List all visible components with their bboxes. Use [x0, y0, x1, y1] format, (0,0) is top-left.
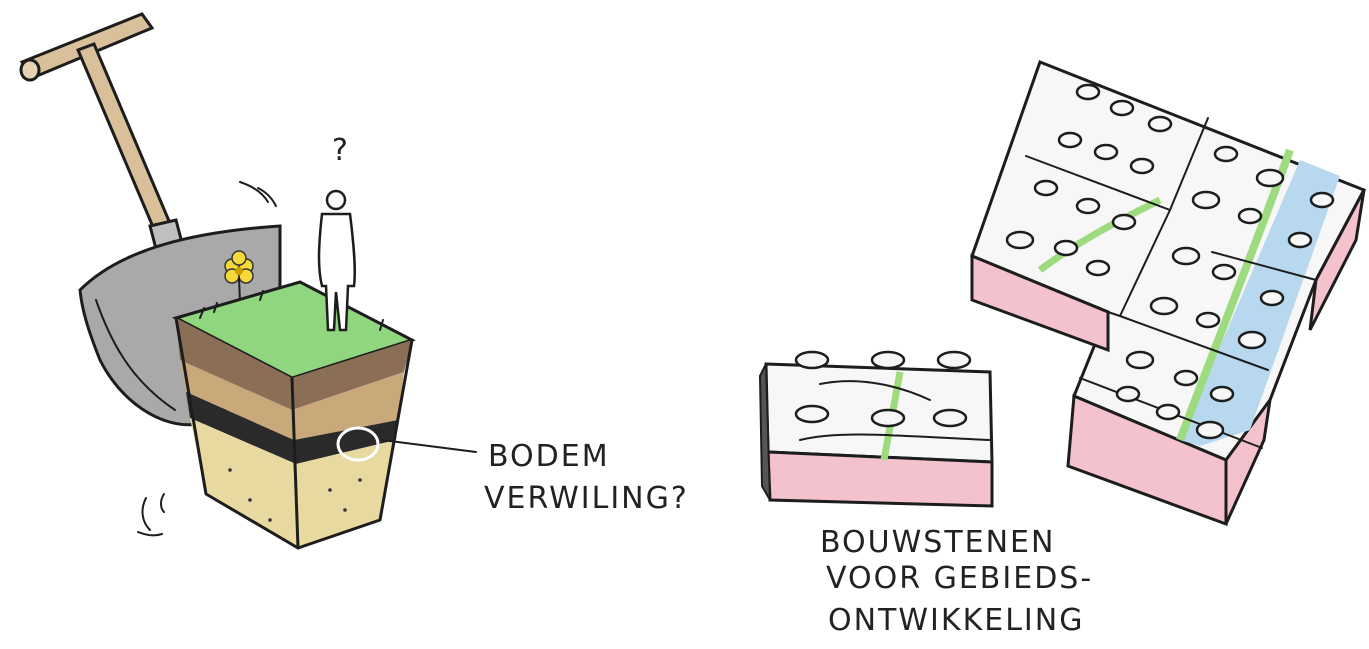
single-lego-brick — [760, 352, 992, 506]
question-mark: ? — [332, 133, 350, 168]
bodem-label-line2: VERWILING? — [484, 481, 689, 516]
bodem-label-line1: BODEM — [488, 439, 610, 474]
bouwstenen-label-line3: ONTWIKKELING — [828, 603, 1084, 638]
lego-plate-assembly — [972, 62, 1364, 524]
shovel-shaft — [78, 44, 172, 234]
bouwstenen-label-line1: BOUWSTENEN — [820, 525, 1055, 560]
soil-block — [176, 282, 476, 548]
bouwstenen-label-line2: VOOR GEBIEDS- — [826, 561, 1093, 596]
